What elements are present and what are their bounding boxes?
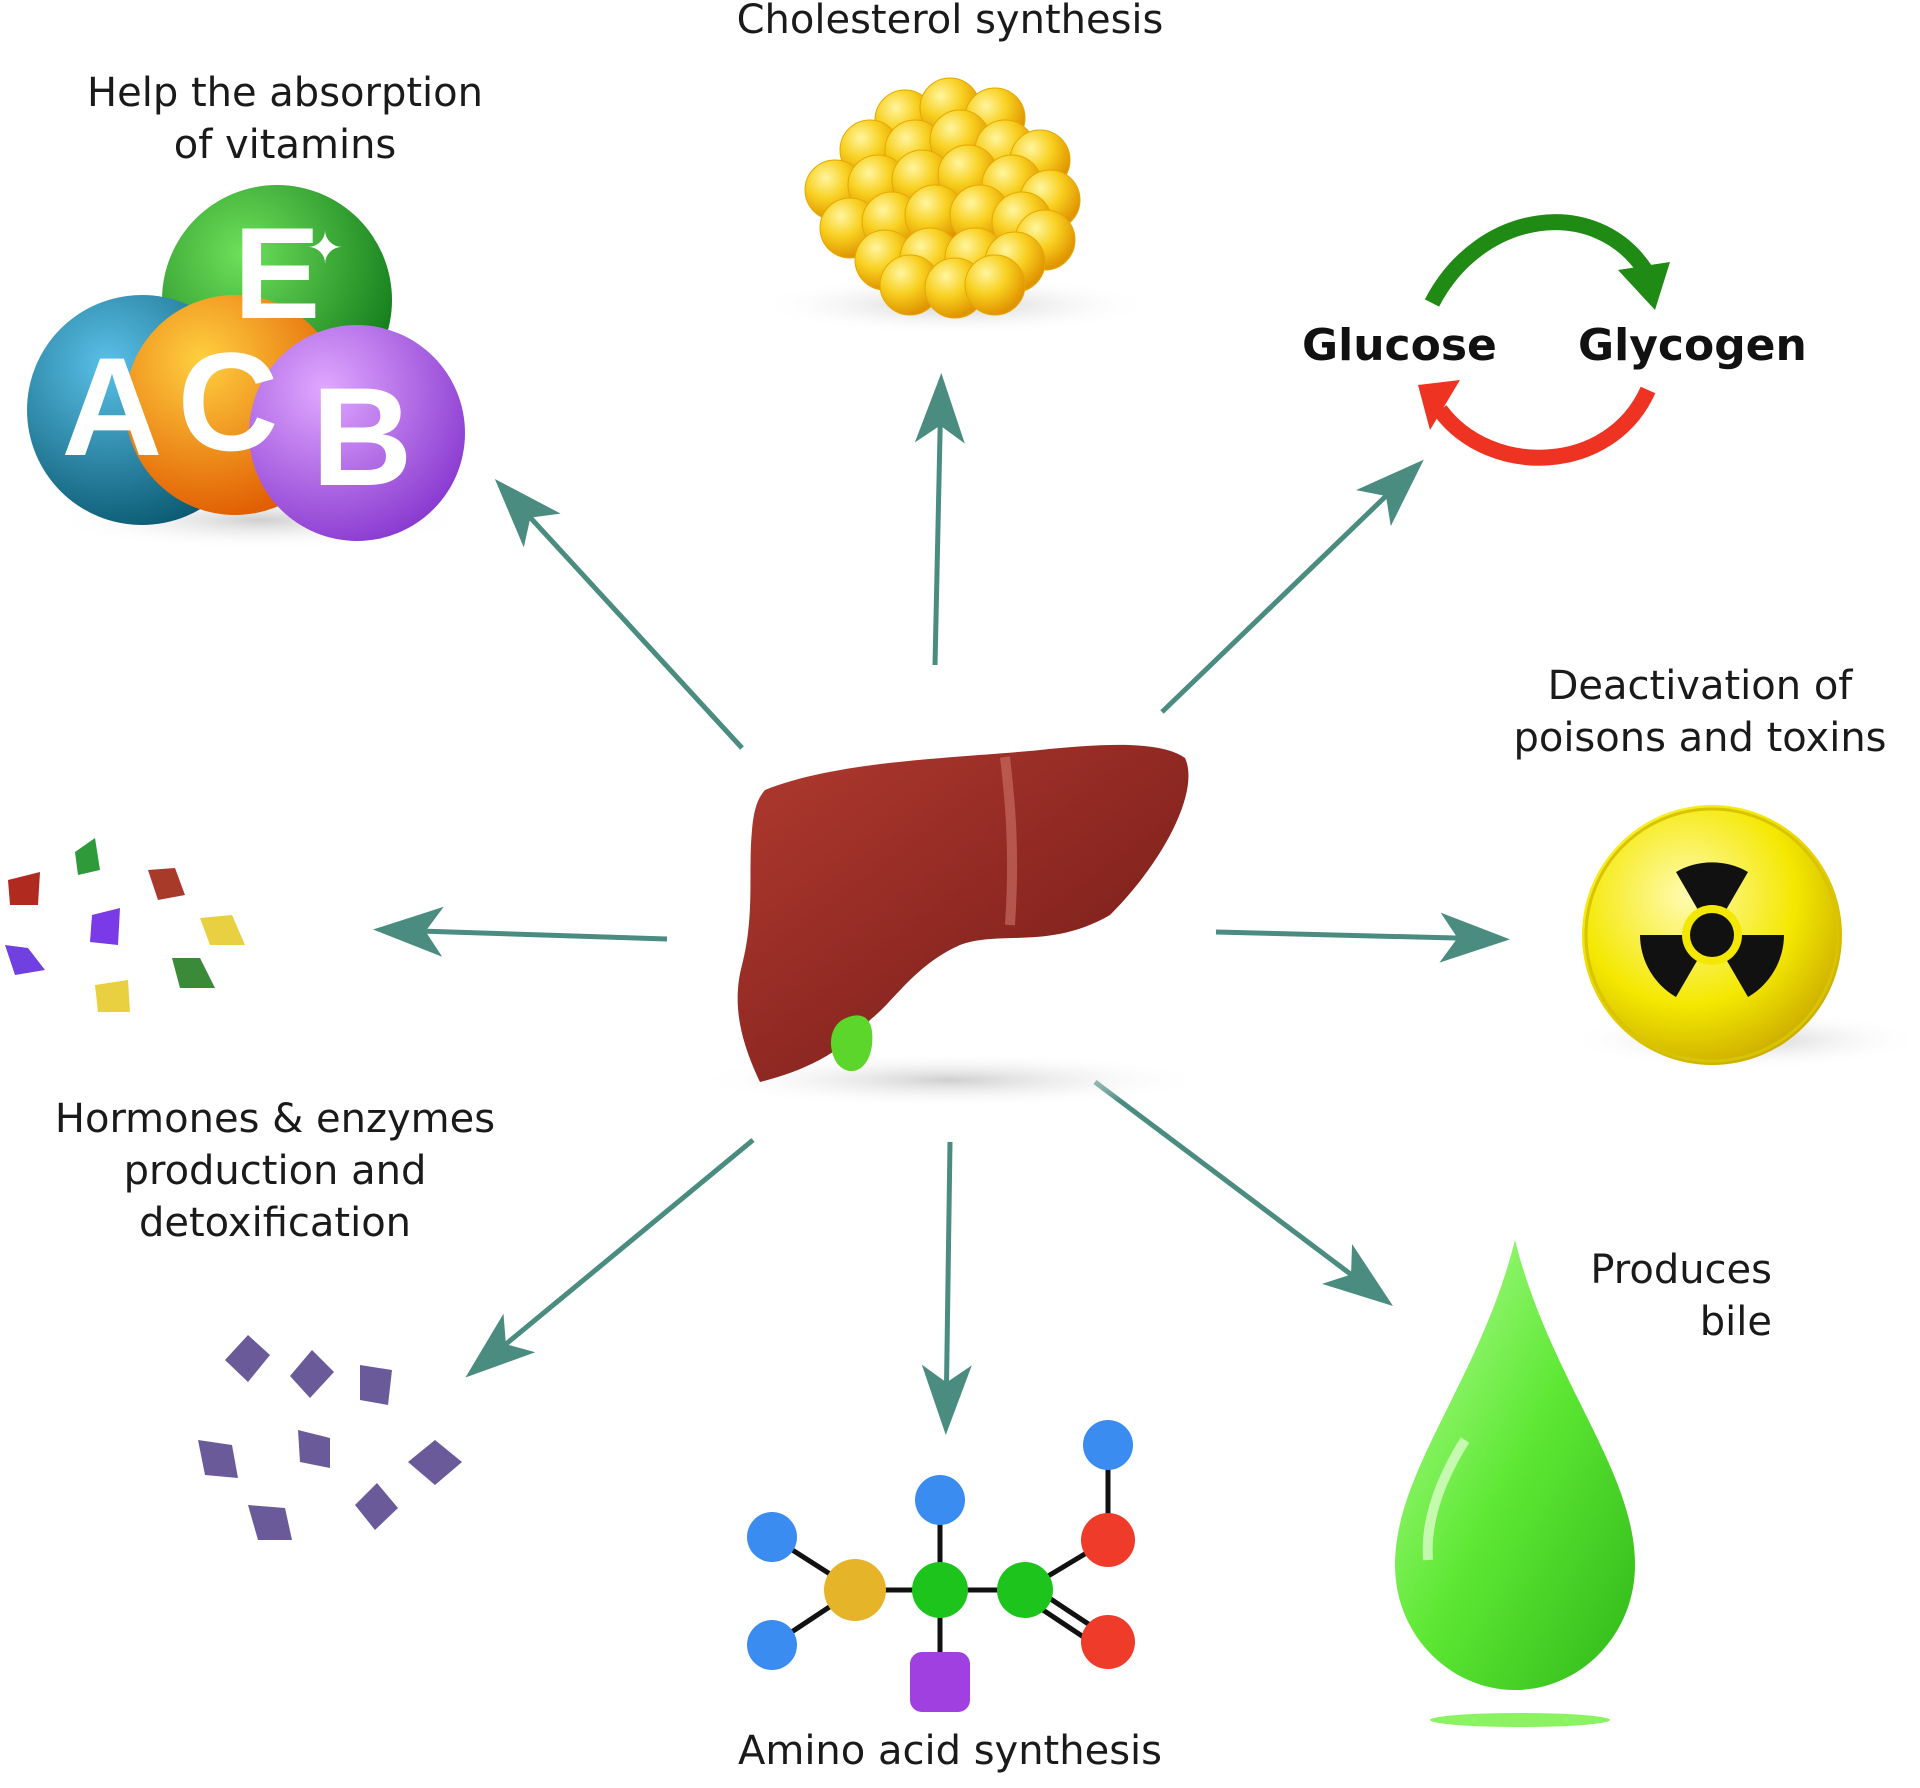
atom-purple [910, 1652, 970, 1712]
atom-blue [1083, 1420, 1133, 1470]
vitamins-label-line1: Help the absorption [87, 70, 483, 116]
sparkle-icon: ✦ [307, 223, 344, 274]
bile-drop-icon [1395, 1240, 1635, 1727]
cycle-arrows-icon [1418, 214, 1670, 466]
crystals-icon [198, 1335, 462, 1540]
hormones-label-line3: detoxification [138, 1200, 412, 1246]
vitamin-c-letter: C [177, 323, 278, 480]
hormones-label-line2: production and [123, 1148, 427, 1194]
atom-red [1081, 1513, 1135, 1567]
arrow-to-toxins [1215, 912, 1510, 963]
arrow-to-vitamins [494, 478, 744, 750]
atom-green [912, 1562, 968, 1618]
cycle-forward-arrow [1424, 214, 1652, 307]
amino-label: Amino acid synthesis [737, 1728, 1162, 1774]
arrows [373, 373, 1510, 1435]
vitamin-spheres-icon [27, 185, 470, 550]
radiation-hazard-icon [1565, 805, 1920, 1070]
fat-globule [964, 254, 1026, 316]
atom-blue [747, 1620, 797, 1670]
vitamin-b-letter: B [311, 358, 412, 515]
glycogen-label: Glycogen [1578, 320, 1807, 371]
toxins-label-line1: Deactivation of [1547, 663, 1853, 709]
vitamin-b-sphere [249, 325, 465, 541]
gems-icon [5, 838, 245, 1012]
fat-cluster-icon [755, 77, 1155, 335]
atom-red [1081, 1615, 1135, 1669]
arrow-to-bile [1093, 1080, 1393, 1307]
atom-blue [915, 1475, 965, 1525]
arrow-to-glycogen-cycle [1160, 459, 1424, 714]
arrow-to-cholesterol [914, 373, 965, 666]
glucose-label: Glucose [1302, 320, 1497, 371]
arrow-to-amino [921, 1141, 972, 1435]
bile-label-line2: bile [1699, 1299, 1772, 1345]
arrow-to-hormones-crystals [465, 1138, 755, 1378]
cycle-forward-arrowhead [1618, 262, 1670, 310]
vitamins-label-line2: of vitamins [173, 122, 397, 168]
bile-label-line1: Produces [1590, 1247, 1772, 1293]
hormones-label-line1: Hormones & enzymes [54, 1096, 496, 1142]
cycle-back-arrow [1433, 386, 1656, 466]
molecule-icon [747, 1420, 1135, 1712]
toxins-label-line2: poisons and toxins [1513, 715, 1887, 761]
cholesterol-label: Cholesterol synthesis [736, 0, 1164, 43]
atom-blue [747, 1512, 797, 1562]
vitamin-e-letter: E [234, 200, 321, 346]
atom-green [997, 1562, 1053, 1618]
arrow-to-hormones-gems [373, 906, 668, 957]
vitamin-a-letter: A [61, 328, 162, 485]
cycle-back-arrowhead [1418, 380, 1460, 430]
atom-yellow [824, 1559, 886, 1621]
liver-icon [690, 744, 1210, 1108]
